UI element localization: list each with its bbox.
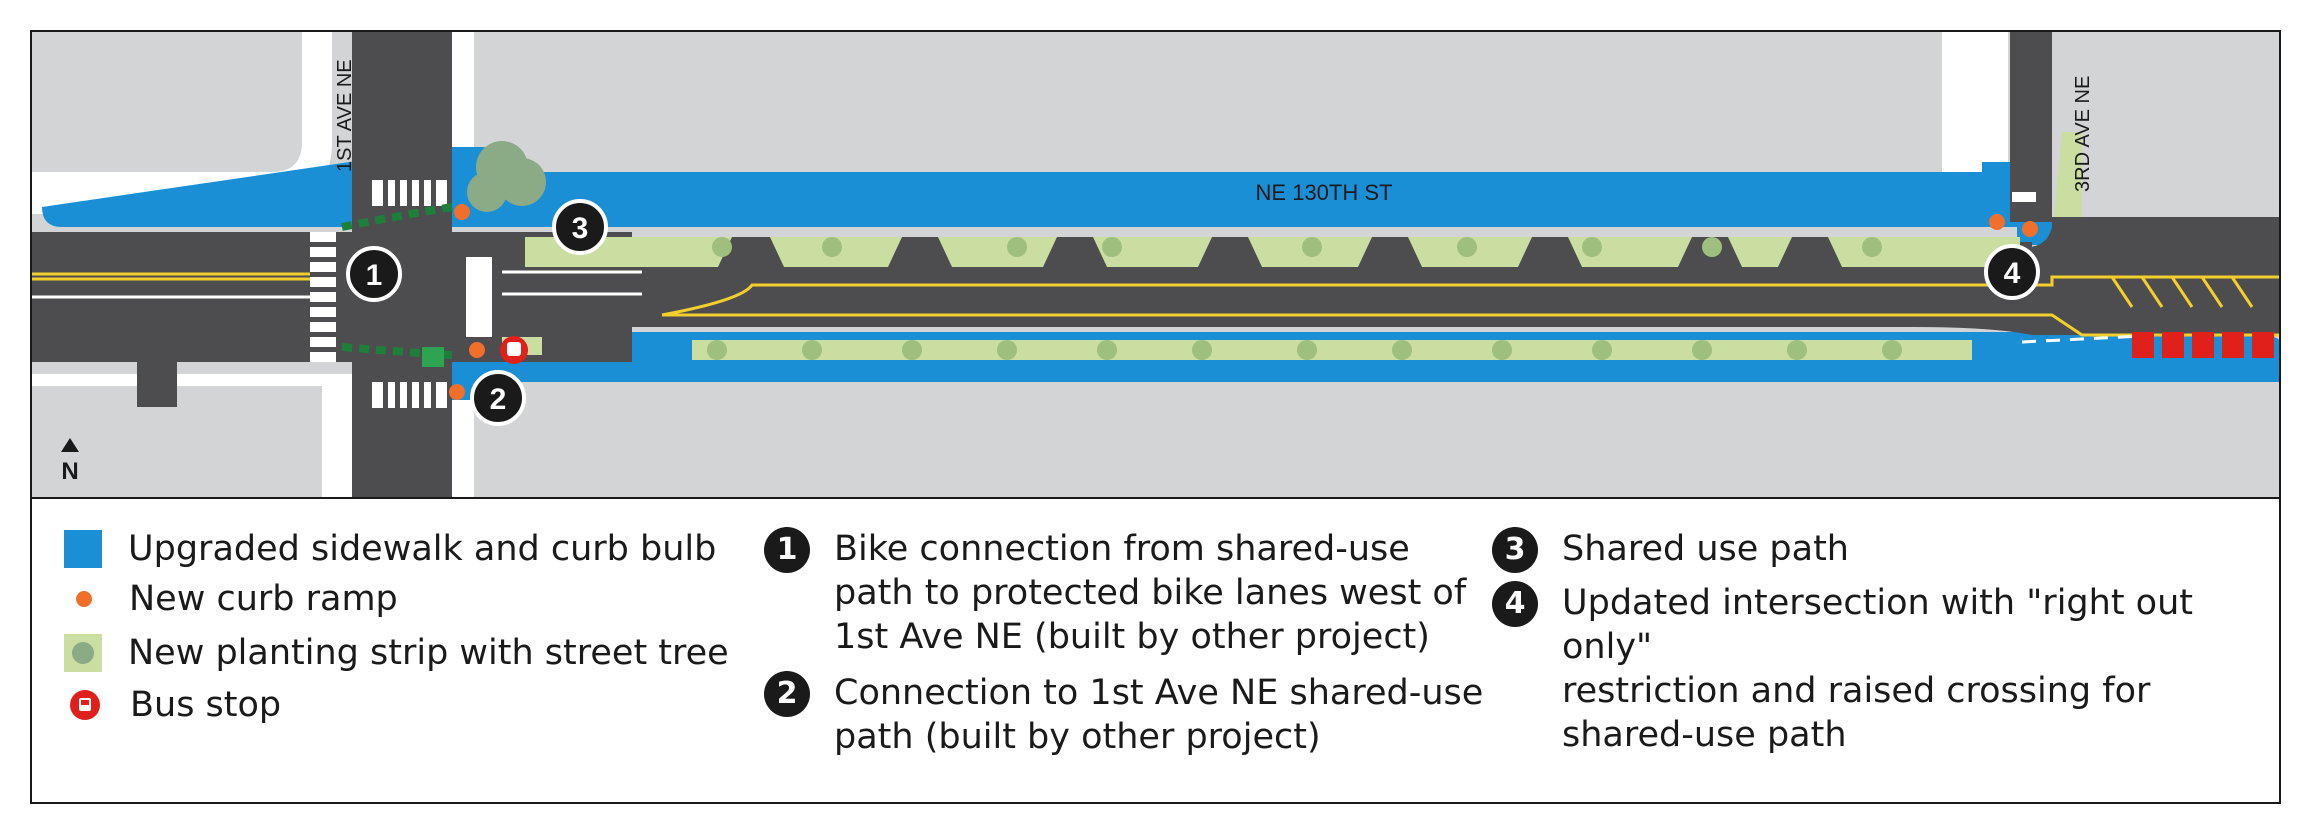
- marker-1: 1: [346, 246, 402, 302]
- street-label-1st-ave: 1ST AVE NE: [334, 59, 356, 172]
- north-arrow: N: [61, 438, 79, 485]
- map-legend: Upgraded sidewalk and curb bulb New curb…: [32, 497, 2279, 802]
- note-number-badge: 4: [1492, 581, 1538, 627]
- legend-label: Upgraded sidewalk and curb bulb: [128, 529, 717, 569]
- legend-label: New planting strip with street tree: [128, 633, 729, 673]
- svg-text:N: N: [61, 458, 78, 485]
- note-number-badge: 3: [1492, 527, 1538, 573]
- note-4: 4 Updated intersection with "right out o…: [1492, 581, 2279, 757]
- svg-text:2: 2: [490, 383, 507, 416]
- legend-notes-3-4: 3 Shared use path 4 Updated intersection…: [1492, 527, 2279, 771]
- bus-stop-icon: [70, 690, 100, 720]
- legend-item-curb-ramp: New curb ramp: [64, 577, 729, 621]
- legend-item-bus-stop: Bus stop: [64, 683, 729, 727]
- planting-strip-south: [692, 340, 1972, 360]
- marker-4: 4: [1984, 244, 2040, 300]
- curb-ramps: [449, 204, 2038, 400]
- street-label-3rd-ave: 3RD AVE NE: [2072, 76, 2094, 192]
- road-3rd-ave: [2010, 32, 2052, 222]
- note-number-badge: 1: [764, 527, 810, 573]
- legend-item-planting: New planting strip with street tree: [64, 631, 729, 675]
- bike-crossing-markings: [341, 203, 453, 359]
- note-3: 3 Shared use path: [1492, 527, 2279, 573]
- legend-symbols: Upgraded sidewalk and curb bulb New curb…: [64, 527, 729, 741]
- site-plan-map: 1 2 3 4 NE 130TH ST 1ST AVE NE 3RD AVE N…: [32, 32, 2279, 497]
- svg-text:3: 3: [572, 212, 589, 245]
- sidewalk-se-vertical: [452, 397, 474, 497]
- note-2: 2 Connection to 1st Ave NE shared-use pa…: [764, 671, 1483, 759]
- curb-ramp-dot: [76, 591, 92, 607]
- planting-strip-swatch: [64, 634, 102, 672]
- marker-3: 3: [552, 199, 608, 255]
- street-trees: [467, 141, 1902, 360]
- sidewalk-sw-vertical: [322, 374, 352, 497]
- note-text: Shared use path: [1562, 529, 1849, 569]
- sidewalk-ne-vertical: [452, 32, 474, 162]
- bike-box: [422, 347, 444, 367]
- svg-text:1: 1: [366, 259, 383, 292]
- note-text: Updated intersection with "right out onl…: [1562, 583, 2193, 755]
- legend-label: New curb ramp: [129, 579, 398, 619]
- bus-pad-east: [2132, 332, 2274, 358]
- legend-label: Bus stop: [130, 685, 282, 725]
- hatched-median: [2110, 276, 2254, 308]
- sidewalk-swatch: [64, 530, 102, 568]
- road-ne-130th-main: [632, 217, 2279, 335]
- driveway-sw: [137, 362, 177, 407]
- marker-2: 2: [470, 370, 526, 426]
- legend-notes-1-2: 1 Bike connection from shared-use path t…: [764, 527, 1483, 773]
- sidewalk-3rd-west: [1942, 32, 2008, 182]
- svg-text:4: 4: [2004, 257, 2021, 290]
- note-number-badge: 2: [764, 671, 810, 717]
- legend-item-sidewalk: Upgraded sidewalk and curb bulb: [64, 527, 729, 571]
- upgraded-sidewalk-north: [42, 147, 2022, 227]
- bus-stop-icon-map: [500, 336, 528, 364]
- note-1: 1 Bike connection from shared-use path t…: [764, 527, 1483, 659]
- planting-3rd-ave: [2054, 132, 2082, 217]
- street-label-ne-130th: NE 130TH ST: [1256, 180, 1393, 205]
- crosswalk-gaps: [310, 180, 436, 408]
- note-text: Connection to 1st Ave NE shared-use path…: [834, 673, 1484, 757]
- figure-frame: 1 2 3 4 NE 130TH ST 1ST AVE NE 3RD AVE N…: [30, 30, 2281, 804]
- note-text: Bike connection from shared-use path to …: [834, 529, 1467, 657]
- white-lane-lines: [32, 270, 2143, 344]
